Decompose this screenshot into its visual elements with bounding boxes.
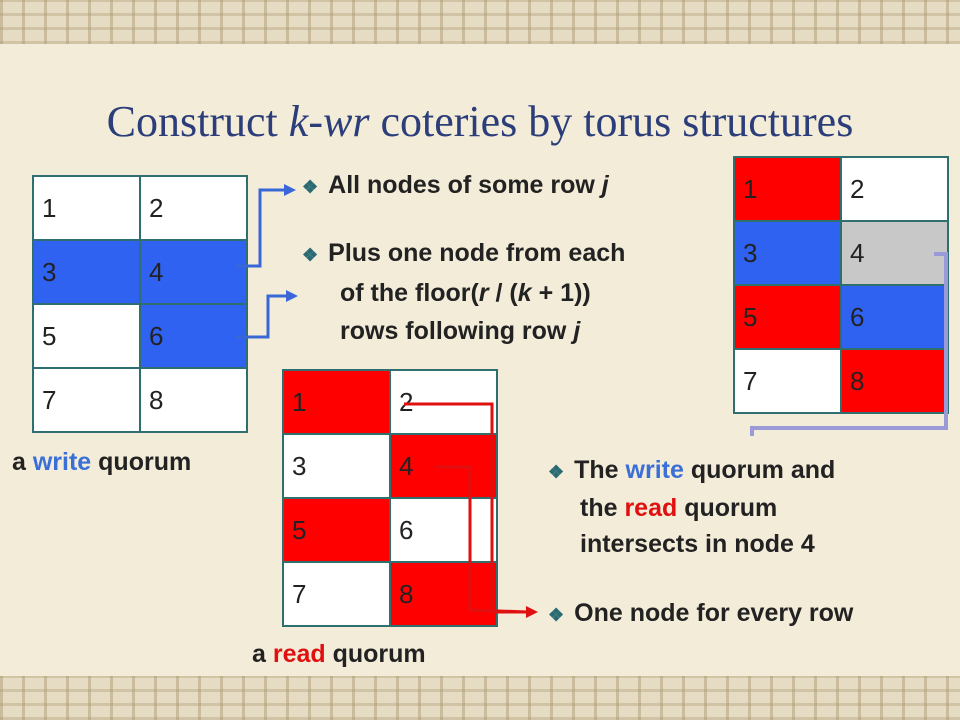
grid-cell: 3 (32, 239, 141, 305)
decorative-border-bottom (0, 676, 960, 720)
grid-cell: 6 (139, 303, 248, 369)
connector-read-bracket-inner (436, 465, 529, 614)
bullet-intersection: ❖The write quorum and the read quorum in… (548, 456, 836, 558)
connector-row2-to-bullet1 (236, 188, 284, 268)
grid-cell: 1 (282, 369, 391, 435)
grid-cell: 2 (840, 156, 949, 222)
decorative-border-top (0, 0, 960, 44)
grid-cell: 4 (840, 220, 949, 286)
grid-cell: 2 (389, 369, 498, 435)
diamond-bullet-icon: ❖ (302, 177, 319, 197)
table-row: 7 8 (282, 561, 498, 627)
grid-cell: 6 (389, 497, 498, 563)
table-row: 7 8 (733, 348, 949, 414)
write-connectors (236, 188, 290, 339)
diamond-bullet-icon: ❖ (548, 605, 565, 625)
table-row: 7 8 (32, 367, 248, 433)
arrowhead-icon (284, 184, 296, 196)
slide-title: Construct k-wr coteries by torus structu… (106, 97, 854, 146)
bullet-plus-one-node: ❖Plus one node from each of the floor(r … (302, 234, 625, 350)
combined-connector (750, 252, 948, 436)
grid-cell: 5 (733, 284, 842, 350)
table-row: 5 6 (733, 284, 949, 350)
grid-cell: 1 (32, 175, 141, 241)
grid-cell: 4 (139, 239, 248, 305)
grid-cell: 7 (733, 348, 842, 414)
connector-read-bracket-outer (404, 402, 528, 614)
grid-cell: 5 (282, 497, 391, 563)
diamond-bullet-icon: ❖ (302, 245, 319, 265)
grid-cell: 2 (139, 175, 248, 241)
table-row: 3 4 (733, 220, 949, 286)
grid-cell: 8 (139, 367, 248, 433)
grid-cell: 7 (282, 561, 391, 627)
connector-row3-to-bullet2 (236, 294, 290, 339)
grid-cell: 1 (733, 156, 842, 222)
grid-cell: 6 (840, 284, 949, 350)
write-quorum-grid: 1 2 3 4 5 6 7 8 (32, 175, 248, 433)
bullet-one-node-per-row: ❖One node for every row (548, 594, 853, 634)
combined-quorum-grid: 1 2 3 4 5 6 7 8 (733, 156, 949, 414)
grid-cell: 7 (32, 367, 141, 433)
read-quorum-caption: a read quorum (252, 640, 426, 668)
arrowhead-icon (526, 606, 538, 618)
table-row: 1 2 (32, 175, 248, 241)
table-row: 1 2 (282, 369, 498, 435)
diamond-bullet-icon: ❖ (548, 462, 565, 482)
arrowhead-icon (286, 290, 298, 302)
read-connectors (404, 402, 529, 614)
bullet-all-nodes: ❖All nodes of some row j (302, 166, 609, 206)
connector-right-grid (750, 252, 948, 436)
table-row: 3 4 (32, 239, 248, 305)
write-quorum-caption: a write quorum (12, 448, 192, 476)
table-row: 1 2 (733, 156, 949, 222)
grid-cell: 8 (840, 348, 949, 414)
table-row: 5 6 (282, 497, 498, 563)
grid-cell: 5 (32, 303, 141, 369)
table-row: 5 6 (32, 303, 248, 369)
grid-cell: 3 (733, 220, 842, 286)
grid-cell: 8 (389, 561, 498, 627)
grid-cell: 3 (282, 433, 391, 499)
